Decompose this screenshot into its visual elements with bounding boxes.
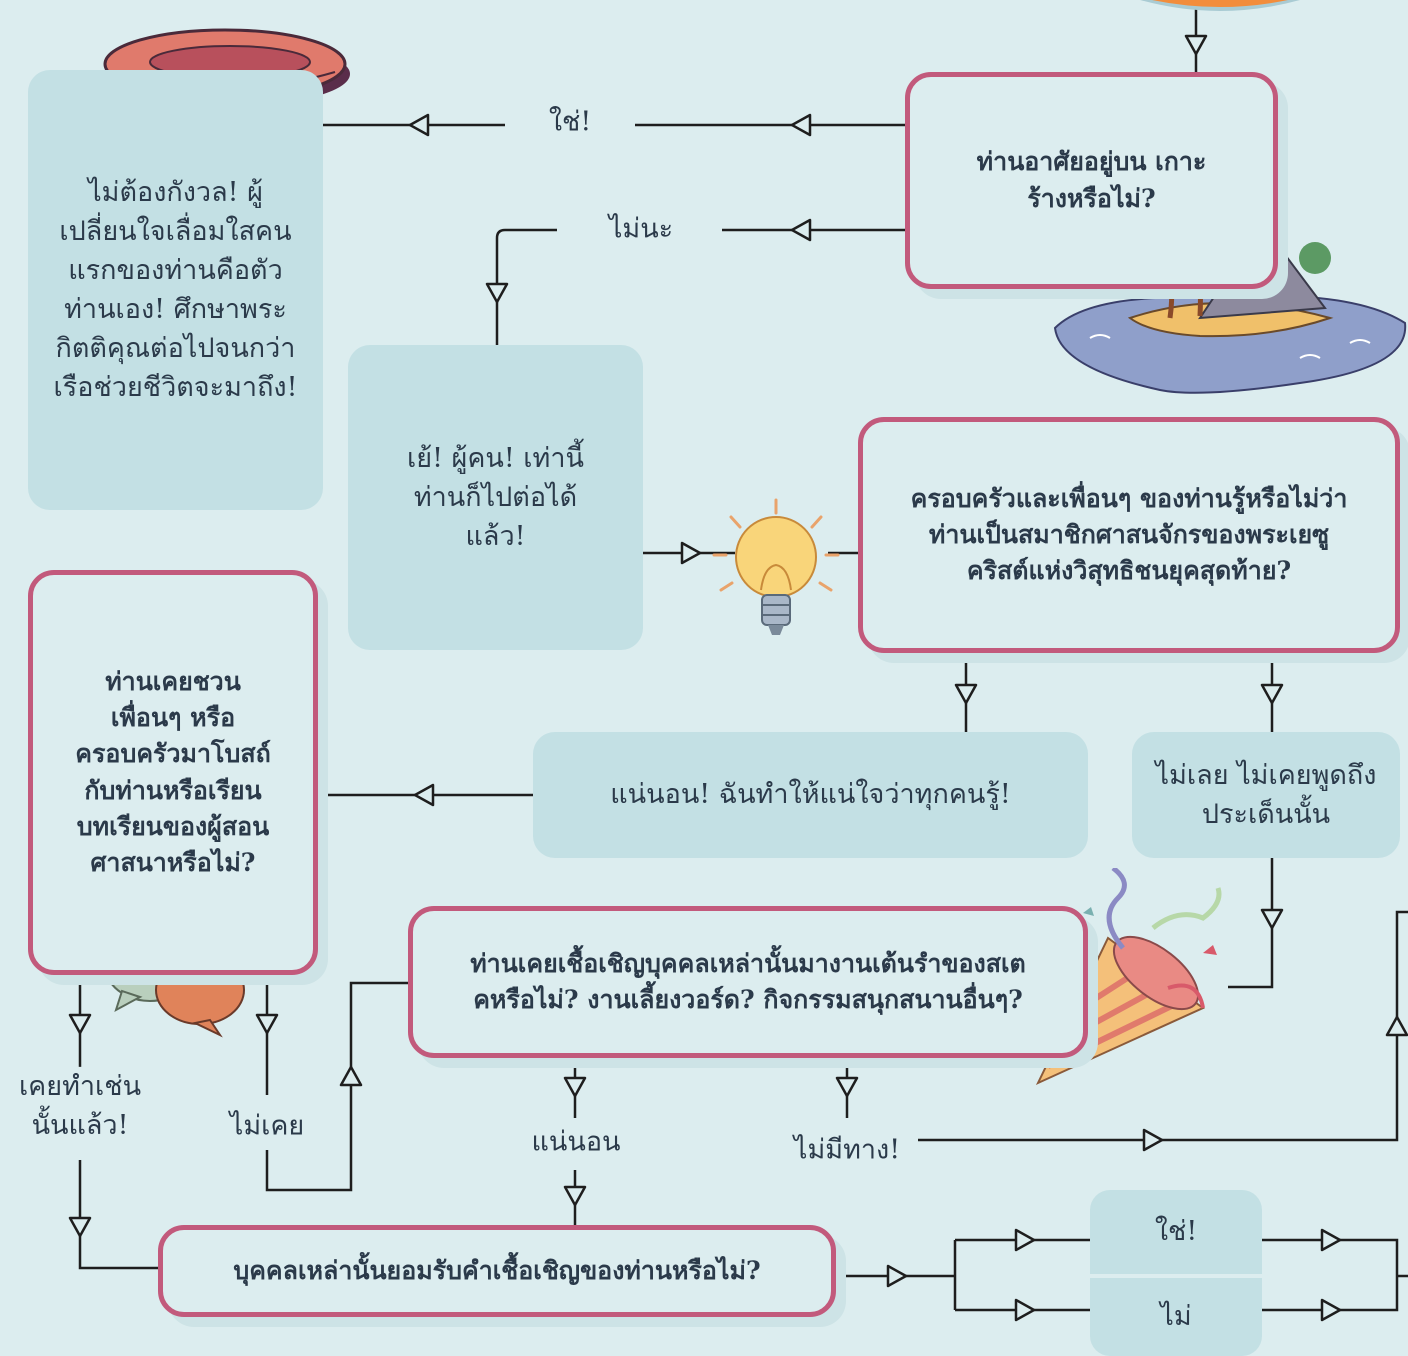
arrow-down-2 <box>485 282 509 304</box>
arrow-up-2 <box>1385 1015 1408 1037</box>
answer-no-worry: ไม่ต้องกังวล! ผู้เปลี่ยนใจเลื่อมใสคนแรกข… <box>28 70 323 510</box>
connector-yesno-right <box>1262 1238 1408 1312</box>
connector-never-to-dance <box>1228 858 1274 989</box>
arrow-down-7 <box>255 1013 279 1035</box>
arrow-right-2 <box>1142 1128 1164 1152</box>
arrow-down-3 <box>954 683 978 705</box>
label-never: ไม่เคย <box>219 1106 315 1146</box>
question-island: ท่านอาศัยอยู่บน เกาะร้างหรือไม่? <box>905 72 1278 289</box>
label-yes-island: ใช่! <box>538 102 602 142</box>
arrow-left-1 <box>790 113 812 137</box>
arrow-left-2 <box>408 113 430 137</box>
arrow-down-5 <box>1260 908 1284 930</box>
connector-done-to-accepted <box>78 1160 158 1270</box>
arrow-down-1 <box>1184 34 1208 56</box>
question-family-know: ครอบครัวและเพื่อนๆ ของท่านรู้หรือไม่ว่าท… <box>858 417 1400 653</box>
arrow-up-1 <box>339 1065 363 1087</box>
answer-sure-everyone: แน่นอน! ฉันทำให้แน่ใจว่าทุกคนรู้! <box>533 732 1088 858</box>
arrow-down-9 <box>835 1076 859 1098</box>
label-done-it: เคยทำเช่นนั้นแล้ว! <box>0 1066 165 1146</box>
connector-accepted-split <box>835 1238 1090 1312</box>
arrow-left-4 <box>413 783 435 807</box>
question-invited-church: ท่านเคยชวนเพื่อนๆ หรือครอบครัวมาโบสถ์กับ… <box>28 570 318 975</box>
label-no-island: ไม่นะ <box>598 209 684 249</box>
label-no-way: ไม่มีทาง! <box>783 1130 911 1170</box>
connector-right-top <box>1395 910 1408 1010</box>
arrow-right-5 <box>1014 1298 1036 1322</box>
arrow-down-8 <box>563 1076 587 1098</box>
question-accepted: บุคคลเหล่านั้นยอมรับคำเชื้อเชิญของท่านหร… <box>158 1225 836 1317</box>
answer-hey-people: เย้! ผู้คน! เท่านี้ ท่านก็ไปต่อได้แล้ว! <box>348 345 643 650</box>
arrow-down-11 <box>68 1216 92 1238</box>
arrow-right-6 <box>1320 1228 1342 1252</box>
arrow-down-6 <box>68 1013 92 1035</box>
light-bulb-icon <box>712 498 840 635</box>
answer-yes-box: ใช่! <box>1090 1190 1262 1274</box>
question-invited-dance: ท่านเคยเชื้อเชิญบุคคลเหล่านั้นมางานเต้นร… <box>408 906 1088 1058</box>
orange-circle-decoration <box>1140 0 1300 11</box>
arrow-down-10 <box>563 1185 587 1207</box>
answer-never-mention: ไม่เลย ไม่เคยพูดถึงประเด็นนั้น <box>1132 732 1400 858</box>
answer-no-box: ไม่ <box>1090 1278 1262 1356</box>
connector-noway-right <box>918 1010 1399 1142</box>
connector-never-up-to-dance <box>265 981 408 1192</box>
arrow-right-7 <box>1320 1298 1342 1322</box>
arrow-right-4 <box>1014 1228 1036 1252</box>
connector-no-island <box>495 228 905 345</box>
arrow-left-3 <box>790 218 812 242</box>
arrow-down-4 <box>1260 683 1284 705</box>
arrow-right-1 <box>680 541 702 565</box>
arrow-right-3 <box>886 1264 908 1288</box>
label-of-course: แน่นอน <box>521 1122 631 1162</box>
